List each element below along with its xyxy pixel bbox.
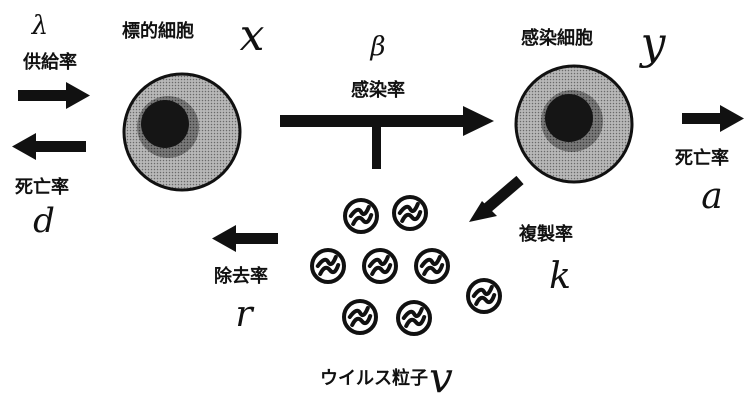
virus-particle-icon (396, 300, 432, 336)
replication-rate-label: 複製率 (518, 223, 573, 245)
replication-symbol: k (549, 256, 571, 297)
infected-death-rate-label: 死亡率 (675, 147, 729, 169)
target-cell-label: 標的細胞 (122, 20, 194, 42)
virus-particle-icon (310, 248, 346, 284)
clearance-rate-label: 除去率 (214, 265, 268, 287)
virus-particle-icon (362, 248, 398, 284)
target-cell (122, 72, 242, 192)
supply-symbol: λ (31, 11, 48, 41)
virus-particle-symbol: v (429, 353, 453, 400)
virus-particle-label: ウイルス粒子 (320, 367, 428, 389)
infected-death-arrow (682, 105, 744, 132)
virus-cluster (310, 195, 502, 336)
target-cell-symbol: x (240, 10, 265, 61)
clearance-symbol: r (235, 294, 254, 335)
virus-particle-icon (342, 299, 378, 335)
infected-cell-label: 感染細胞 (521, 27, 593, 49)
virus-particle-icon (343, 198, 379, 234)
target-death-arrow (12, 133, 86, 160)
infection-arrow (280, 106, 494, 169)
infection-rate-label: 感染率 (351, 79, 405, 101)
virus-particle-icon (466, 278, 502, 314)
clearance-arrow (212, 225, 278, 252)
infected-cell (514, 64, 634, 184)
supply-arrow (18, 82, 90, 109)
infected-death-symbol: a (701, 176, 722, 217)
infected-cell-symbol: y (639, 18, 667, 69)
infection-symbol: β (369, 32, 385, 62)
replication-arrow (469, 175, 524, 222)
virus-particle-icon (414, 248, 450, 284)
target-death-rate-label: 死亡率 (15, 176, 69, 198)
virus-particle-icon (392, 195, 428, 231)
supply-rate-label: 供給率 (22, 51, 77, 73)
target-death-symbol: d (33, 201, 55, 241)
